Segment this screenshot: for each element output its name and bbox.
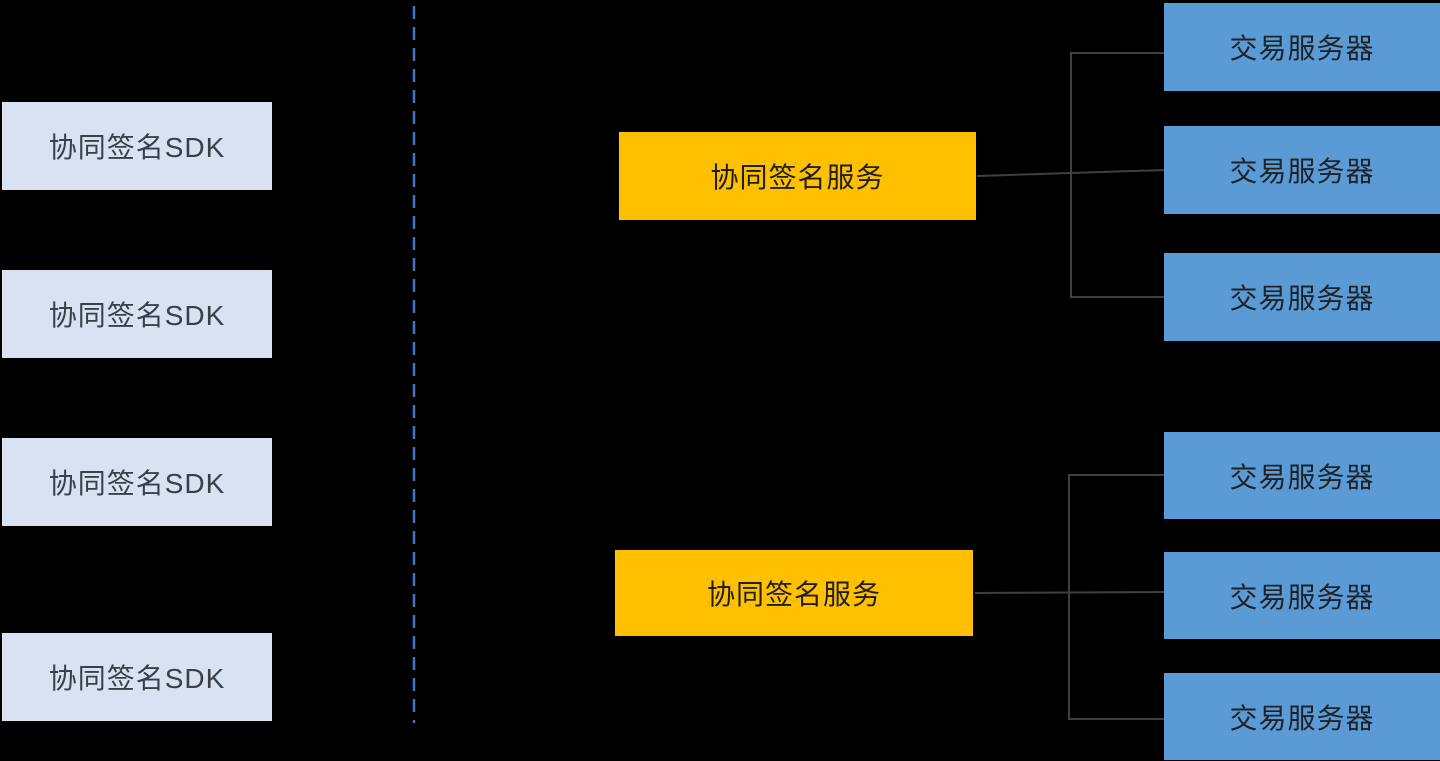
signing-service-label: 协同签名服务 bbox=[706, 579, 881, 610]
connector-bottom-elbow bbox=[1068, 474, 1165, 720]
sdk-box-label: 协同签名SDK bbox=[48, 468, 226, 499]
sdk-box-2: 协同签名SDK bbox=[2, 270, 272, 358]
trade-server-label: 交易服务器 bbox=[1229, 581, 1375, 613]
trade-server-label: 交易服务器 bbox=[1229, 702, 1375, 734]
trade-server-box-2: 交易服务器 bbox=[1164, 126, 1440, 214]
trade-server-box-5: 交易服务器 bbox=[1164, 552, 1440, 639]
signing-service-box-2: 协同签名服务 bbox=[615, 550, 973, 636]
trade-server-label: 交易服务器 bbox=[1229, 156, 1375, 187]
trade-server-box-1: 交易服务器 bbox=[1164, 3, 1440, 91]
trade-server-label: 交易服务器 bbox=[1229, 461, 1375, 493]
sdk-box-label: 协同签名SDK bbox=[48, 663, 226, 694]
connector-bottom-direct bbox=[974, 591, 1166, 594]
trade-server-box-3: 交易服务器 bbox=[1164, 253, 1440, 341]
trade-server-box-4: 交易服务器 bbox=[1164, 432, 1440, 519]
sdk-box-4: 协同签名SDK bbox=[2, 633, 272, 721]
sdk-box-3: 协同签名SDK bbox=[2, 438, 272, 526]
trade-server-label: 交易服务器 bbox=[1229, 283, 1375, 314]
connector-top-elbow bbox=[1070, 52, 1165, 298]
trade-server-box-6: 交易服务器 bbox=[1164, 673, 1440, 760]
signing-service-label: 协同签名服务 bbox=[710, 162, 885, 193]
sdk-box-label: 协同签名SDK bbox=[48, 300, 226, 331]
sdk-box-label: 协同签名SDK bbox=[48, 132, 226, 163]
sdk-box-1: 协同签名SDK bbox=[2, 102, 272, 190]
connector-top-direct bbox=[976, 169, 1166, 177]
trade-server-label: 交易服务器 bbox=[1229, 33, 1375, 64]
signing-service-box-1: 协同签名服务 bbox=[619, 132, 976, 220]
